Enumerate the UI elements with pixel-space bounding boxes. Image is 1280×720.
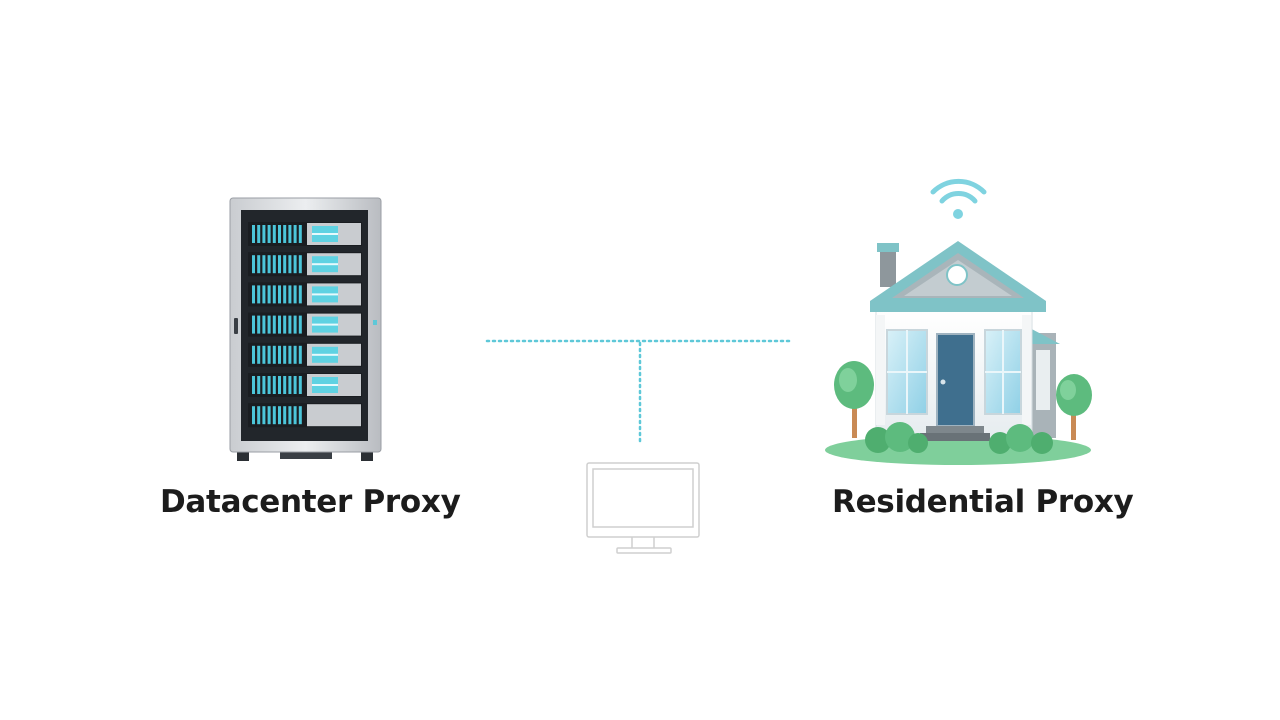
server-unit (248, 282, 362, 307)
server-unit (248, 252, 362, 277)
datacenter-proxy-label: Datacenter Proxy (160, 484, 461, 520)
wifi-icon (930, 178, 987, 219)
server-unit (248, 222, 362, 246)
server-rack-icon (229, 197, 382, 461)
server-unit (248, 312, 362, 337)
connection-lines (485, 339, 794, 444)
residential-proxy-label: Residential Proxy (832, 484, 1134, 520)
server-unit (248, 342, 362, 367)
monitor-icon (586, 462, 700, 554)
server-unit (248, 403, 362, 428)
house-icon (825, 241, 1092, 465)
server-unit (248, 373, 362, 397)
server-units (248, 222, 362, 428)
